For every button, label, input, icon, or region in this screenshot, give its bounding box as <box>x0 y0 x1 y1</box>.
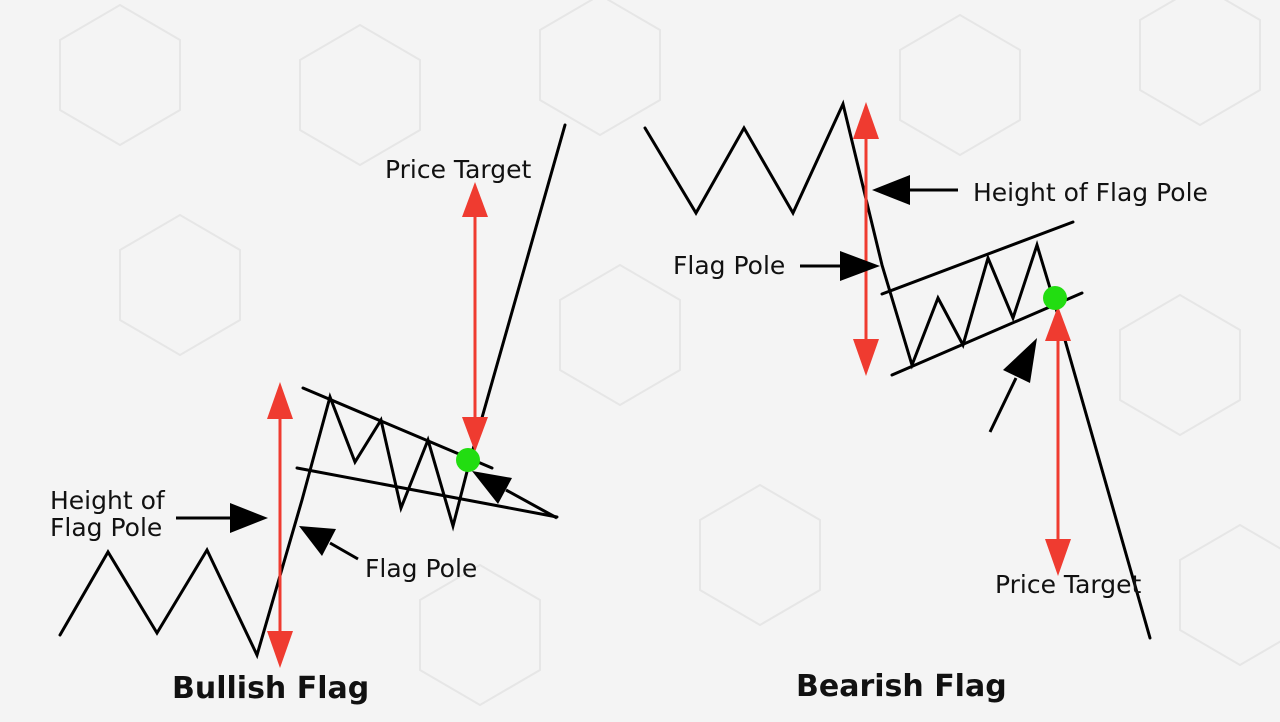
bearish-price-target-label: Price Target <box>995 570 1141 599</box>
hexagon-background <box>59 0 1280 707</box>
bearish-breakout-pointer-arrow <box>988 338 1037 433</box>
bearish-pole-height-arrow <box>853 102 879 376</box>
bullish-flag-pole-label: Flag Pole <box>365 554 477 583</box>
bearish-flag-title: Bearish Flag <box>796 669 1007 704</box>
bullish-pole-height-arrow <box>267 382 293 668</box>
bullish-flag-pole-pointer-arrow <box>299 526 359 561</box>
bullish-flag-title: Bullish Flag <box>172 671 369 706</box>
bearish-price-line <box>643 99 1152 640</box>
bullish-flag-group: Price Target Height of Flag Pole Flag Po… <box>50 123 567 706</box>
bullish-height-label-line2: Flag Pole <box>50 513 162 542</box>
bearish-price-target-arrow <box>1045 306 1071 576</box>
bullish-price-target-label: Price Target <box>385 155 531 184</box>
bullish-height-pointer-arrow <box>176 503 268 533</box>
bearish-height-label: Height of Flag Pole <box>973 178 1208 207</box>
bullish-breakout-point <box>456 448 480 472</box>
bullish-breakout-pointer-arrow <box>472 471 558 520</box>
bearish-flag-pole-pointer-arrow <box>800 251 880 281</box>
bullish-height-label-line1: Height of <box>50 486 166 515</box>
bearish-breakout-point <box>1043 286 1067 310</box>
bullish-price-line <box>58 123 567 660</box>
bearish-flag-group: Height of Flag Pole Flag Pole Price Targ… <box>643 99 1208 704</box>
bearish-flag-upper-channel <box>880 220 1075 296</box>
bullish-price-target-arrow <box>462 182 488 452</box>
bearish-flag-pole-label: Flag Pole <box>673 251 785 280</box>
bullish-flag-lower-channel <box>295 466 559 519</box>
bearish-height-pointer-arrow <box>872 175 958 205</box>
